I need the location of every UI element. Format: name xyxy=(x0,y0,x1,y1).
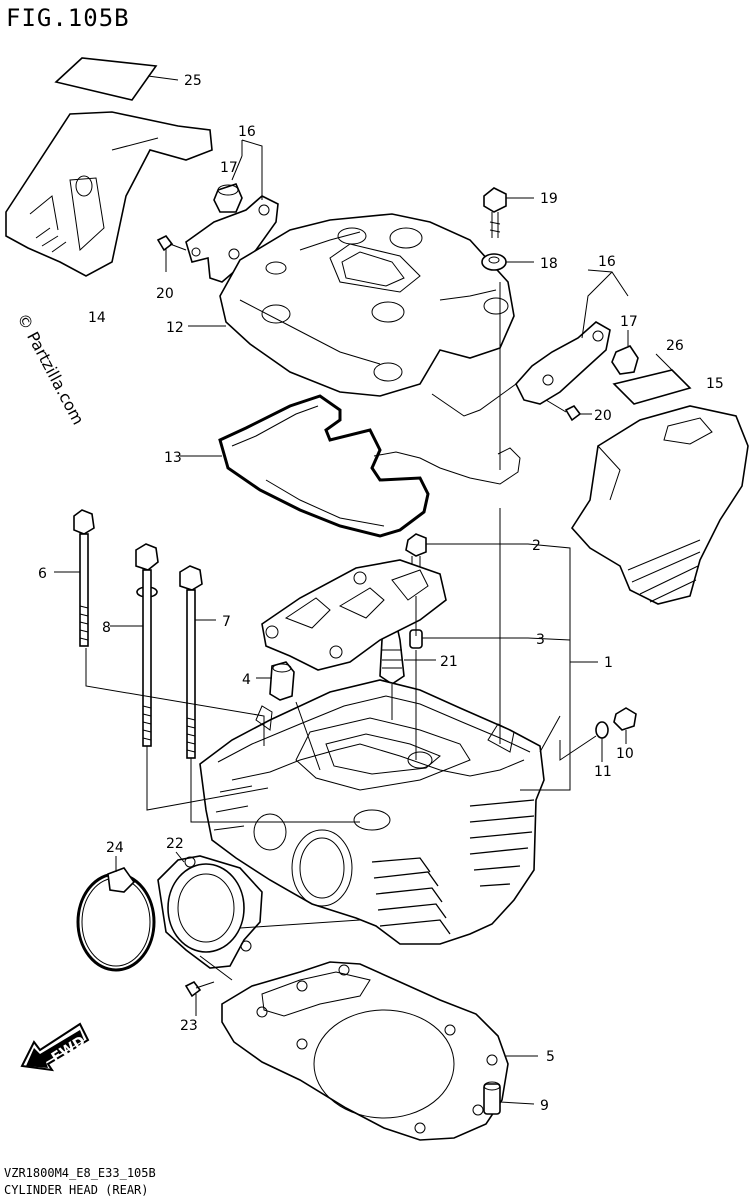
callout-6: 6 xyxy=(38,566,47,582)
callout-12: 12 xyxy=(166,320,184,336)
callout-16-right: 16 xyxy=(598,254,616,270)
figure-title: FIG.105B xyxy=(6,4,130,32)
figure-subtitle: CYLINDER HEAD (REAR) xyxy=(4,1183,149,1197)
callout-14: 14 xyxy=(88,310,106,326)
part-13-head-cover-gasket[interactable] xyxy=(218,394,521,538)
callout-16-left: 16 xyxy=(238,124,256,140)
part-25-seal-sheet[interactable] xyxy=(54,57,158,101)
callout-26: 26 xyxy=(666,338,684,354)
part-24-clamp[interactable] xyxy=(76,867,156,972)
part-7-stud-bolt[interactable] xyxy=(179,565,203,759)
callout-21: 21 xyxy=(440,654,458,670)
figure-code: VZR1800M4_E8_E33_105B xyxy=(4,1166,156,1180)
callout-17-right: 17 xyxy=(620,314,638,330)
callout-2: 2 xyxy=(532,538,541,554)
callout-20-right: 20 xyxy=(594,408,612,424)
part-12-cylinder-head-cover[interactable] xyxy=(219,213,515,397)
callout-17-left: 17 xyxy=(220,160,238,176)
callout-13: 13 xyxy=(164,450,182,466)
callout-24: 24 xyxy=(106,840,124,856)
part-19-cover-bolt[interactable] xyxy=(483,187,507,238)
leader-lines xyxy=(54,75,677,1105)
part-18-seal-washer[interactable] xyxy=(481,253,507,271)
callout-18: 18 xyxy=(540,256,558,272)
callout-25: 25 xyxy=(184,73,202,89)
part-14-cylinder-head-cover-left[interactable] xyxy=(5,111,213,277)
part-11-gasket-washer[interactable] xyxy=(595,721,609,739)
callout-7: 7 xyxy=(222,614,231,630)
part-5-cylinder-head-gasket[interactable] xyxy=(221,961,509,1141)
callout-8: 8 xyxy=(102,620,111,636)
part-16-bracket-right[interactable] xyxy=(515,321,611,405)
callout-9: 9 xyxy=(540,1098,549,1114)
part-26-seal-sheet[interactable] xyxy=(612,369,692,405)
part-6-stud-bolt-long[interactable] xyxy=(73,509,95,647)
callout-15: 15 xyxy=(706,376,724,392)
part-17-damper-left[interactable] xyxy=(213,183,243,213)
part-20-bolt-left[interactable] xyxy=(156,234,187,252)
part-10-plug-bolt[interactable] xyxy=(613,707,637,731)
part-4-tensioner-plug[interactable] xyxy=(269,661,295,701)
callout-20-left: 20 xyxy=(156,286,174,302)
callout-22: 22 xyxy=(166,836,184,852)
callout-5: 5 xyxy=(546,1049,555,1065)
callout-19: 19 xyxy=(540,191,558,207)
part-1-cylinder-head[interactable] xyxy=(199,679,545,945)
callout-10: 10 xyxy=(616,746,634,762)
part-15-cylinder-head-cover-right[interactable] xyxy=(570,405,749,605)
part-8-stud-bolt[interactable] xyxy=(135,543,159,747)
part-17-damper-right[interactable] xyxy=(611,345,639,375)
callout-3: 3 xyxy=(536,632,545,648)
part-23-screw[interactable] xyxy=(184,980,215,998)
callout-23: 23 xyxy=(180,1018,198,1034)
callout-1: 1 xyxy=(604,655,613,671)
callout-4: 4 xyxy=(242,672,251,688)
part-22-intake-pipe[interactable] xyxy=(157,855,263,969)
fwd-arrow-icon: FWD xyxy=(20,1022,90,1072)
callout-11: 11 xyxy=(594,764,612,780)
part-camshaft-holder[interactable] xyxy=(261,559,447,671)
part-20-bolt-right[interactable] xyxy=(545,399,582,422)
part-9-dowel-pin[interactable] xyxy=(483,1081,501,1115)
callout-labels: 25 16 17 20 14 12 19 18 16 17 26 15 20 1… xyxy=(38,73,724,1114)
